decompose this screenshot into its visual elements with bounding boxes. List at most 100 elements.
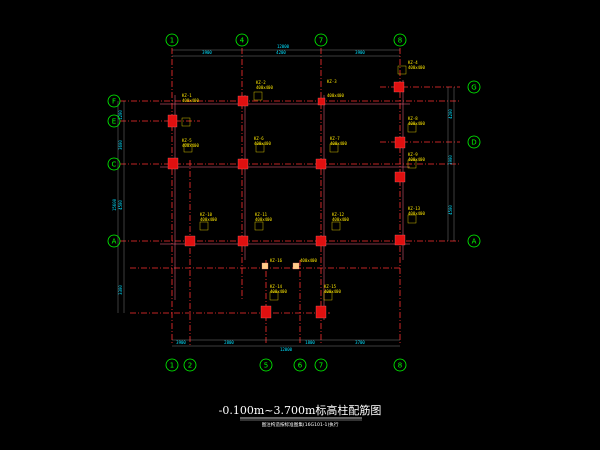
axis-label-bottom-8: 8: [398, 362, 402, 370]
column-label-7: KZ-7: [330, 136, 340, 141]
column-label-8: KZ-8: [408, 116, 418, 121]
column-label-11: KZ-11: [255, 212, 268, 217]
column-label-13: KZ-13: [408, 206, 421, 211]
axis-bubble-bottom-5[interactable]: [259, 358, 273, 372]
column-label-16: KZ-16: [270, 258, 283, 263]
dim-left-seg-3: 4500: [118, 200, 123, 210]
dim-top-overall: 12000: [277, 44, 290, 49]
dim-left-overall: 15600: [112, 198, 117, 211]
dim-bottom-seg-4: 3700: [355, 340, 365, 345]
axis-label-bottom-5: 5: [264, 362, 268, 370]
column-label-3b: 400x400: [327, 93, 344, 98]
axis-label-right-G: G: [471, 84, 476, 92]
column-KZ-9[interactable]: [394, 171, 406, 183]
axis-bubble-right-A[interactable]: [467, 234, 481, 248]
axis-label-left-C: C: [112, 161, 117, 169]
axis-grid-lines: [120, 48, 460, 345]
title-block: -0.100m~3.700m标高柱配筋图 图注构造按标准图集(16G101-1)…: [219, 403, 382, 428]
column-label-5: KZ-5: [182, 138, 192, 143]
dim-right-seg-1: 4200: [448, 109, 453, 119]
axis-bubble-labels: 1 4 7 8 1 2 5 6 7 8 F E C A G D A: [112, 37, 477, 370]
axis-bubble-top-1[interactable]: [165, 33, 179, 47]
axis-bubble-left-F[interactable]: [107, 94, 121, 108]
column-spec-12: 400x400: [332, 217, 349, 222]
axis-bubble-bottom-6[interactable]: [293, 358, 307, 372]
beam-lines: [160, 80, 410, 320]
dim-left-seg-2: 3600: [118, 140, 123, 150]
axis-label-bottom-1: 1: [170, 362, 174, 370]
axis-label-bottom-7: 7: [319, 362, 323, 370]
axis-bubble-bottom-2[interactable]: [183, 358, 197, 372]
dim-bottom-seg-2: 2800: [224, 340, 234, 345]
column-label-4: KZ-4: [408, 60, 418, 65]
column-spec-1: 400x400: [182, 98, 199, 103]
column-KZ-2[interactable]: [237, 95, 249, 107]
column-label-16b: 400x400: [300, 258, 317, 263]
axis-bubble-bottom-7[interactable]: [314, 358, 328, 372]
column-label-15: KZ-15: [324, 284, 337, 289]
column-label-6: KZ-6: [254, 136, 264, 141]
column-spec-2: 400x400: [256, 85, 273, 90]
dim-bottom-seg-1: 3900: [176, 340, 186, 345]
column-spec-6: 400x400: [254, 141, 271, 146]
column-spec-7: 400x400: [330, 141, 347, 146]
axis-label-top-4: 4: [240, 37, 245, 45]
dim-left-seg-1: 1200: [118, 110, 123, 120]
axis-bubble-top-4[interactable]: [235, 33, 249, 47]
axis-bubble-bottom-8[interactable]: [393, 358, 407, 372]
column-spec-4: 400x400: [408, 65, 425, 70]
dimension-labels: 12000 3900 4200 3900 3900 2800 1800 3700…: [112, 44, 453, 352]
column-KZ-7[interactable]: [315, 158, 327, 170]
axis-bubble-top-7[interactable]: [314, 33, 328, 47]
column-KZ-5[interactable]: [167, 157, 179, 170]
axis-label-bottom-2: 2: [188, 362, 192, 370]
column-spec-15: 400x400: [324, 289, 341, 294]
column-KZ-8[interactable]: [394, 136, 406, 149]
dimension-lines: [117, 49, 455, 347]
axis-label-top-1: 1: [170, 37, 174, 45]
axis-bubbles: [107, 33, 481, 372]
column-KZ-12[interactable]: [315, 235, 327, 247]
column-KZ-4[interactable]: [393, 81, 405, 93]
column-KZ-16[interactable]: [261, 262, 269, 270]
column-label-3: KZ-3: [327, 79, 337, 84]
drawing-title: -0.100m~3.700m标高柱配筋图: [219, 403, 382, 417]
dim-bottom-seg-3: 1800: [305, 340, 315, 345]
axis-label-top-7: 7: [319, 37, 323, 45]
axis-label-left-A: A: [112, 238, 117, 246]
column-KZ-6[interactable]: [237, 158, 249, 170]
column-KZ-10[interactable]: [184, 235, 196, 247]
dim-top-seg-3: 3900: [355, 50, 365, 55]
axis-bubble-left-E[interactable]: [107, 114, 121, 128]
column-label-14: KZ-14: [270, 284, 283, 289]
dim-top-seg-1: 3900: [202, 50, 212, 55]
column-detail-sections: [181, 65, 417, 301]
column-label-1: KZ-1: [182, 93, 192, 98]
axis-bubble-right-G[interactable]: [467, 80, 481, 94]
axis-bubble-top-8[interactable]: [393, 33, 407, 47]
axis-bubble-right-D[interactable]: [467, 135, 481, 149]
axis-bubble-left-C[interactable]: [107, 157, 121, 171]
column-KZ-1[interactable]: [167, 114, 178, 128]
column-KZ-3[interactable]: [317, 97, 326, 106]
column-KZ-11[interactable]: [237, 235, 249, 247]
axis-bubble-left-A[interactable]: [107, 234, 121, 248]
dim-left-seg-4: 3300: [118, 285, 123, 295]
column-spec-9: 400x400: [408, 157, 425, 162]
axis-label-left-F: F: [112, 98, 116, 106]
column-KZ-15[interactable]: [315, 305, 327, 319]
dim-top-seg-2: 4200: [276, 50, 286, 55]
column-KZ-16b[interactable]: [292, 262, 300, 270]
column-KZ-13[interactable]: [394, 234, 406, 246]
dim-right-seg-3: 4500: [448, 205, 453, 215]
column-KZ-14[interactable]: [260, 305, 272, 319]
column-spec-5: 400x400: [182, 143, 199, 148]
column-spec-14: 400x400: [270, 289, 287, 294]
axis-label-left-E: E: [112, 118, 116, 126]
axis-label-top-8: 8: [398, 37, 402, 45]
axis-label-bottom-6: 6: [298, 362, 303, 370]
dim-bottom-overall: 12000: [280, 347, 293, 352]
axis-bubble-bottom-1[interactable]: [165, 358, 179, 372]
